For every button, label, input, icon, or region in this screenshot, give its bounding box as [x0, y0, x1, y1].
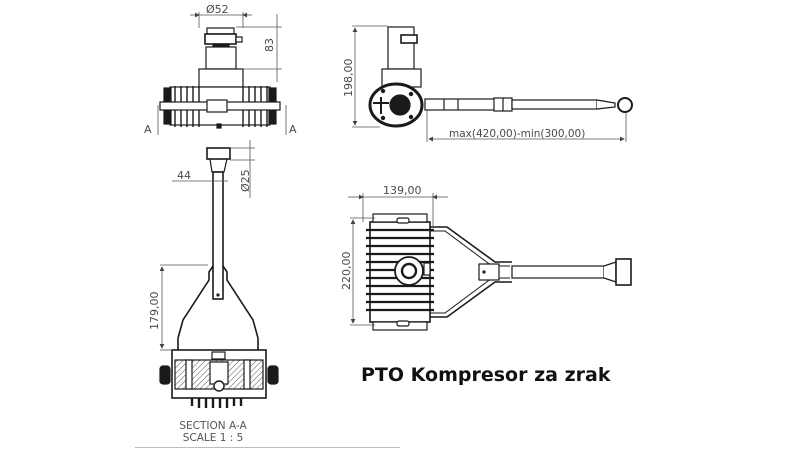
side-view-dimensions — [352, 25, 627, 142]
dim-length-range: max(420,00)-min(300,00) — [449, 128, 585, 140]
top-view — [366, 213, 632, 331]
bottom-divider — [135, 447, 400, 448]
section-caption-scale: SCALE 1 : 5 — [182, 432, 244, 444]
dim-height-83: 83 — [263, 38, 276, 52]
dim-width-139: 139,00 — [383, 184, 422, 197]
dim-width-44: 44 — [177, 169, 191, 182]
dim-height-179: 179,00 — [148, 292, 161, 331]
section-caption: SECTION A-A SCALE 1 : 5 — [168, 420, 258, 444]
side-view — [368, 26, 633, 128]
drawing-title: PTO Kompresor za zrak — [361, 364, 611, 386]
front-view — [159, 27, 281, 129]
dim-diameter-52: Ø52 — [206, 3, 229, 16]
dim-diameter-25: Ø25 — [239, 169, 252, 192]
section-caption-title: SECTION A-A — [179, 420, 247, 432]
section-view-dimensions — [159, 140, 255, 351]
section-marker-right: A — [289, 123, 297, 136]
front-view-dimensions — [157, 12, 287, 135]
dim-height-220: 220,00 — [340, 252, 353, 291]
dim-height-198: 198,00 — [342, 59, 355, 98]
section-view — [159, 147, 279, 408]
section-marker-left: A — [144, 123, 152, 136]
top-view-dimensions — [348, 193, 448, 326]
